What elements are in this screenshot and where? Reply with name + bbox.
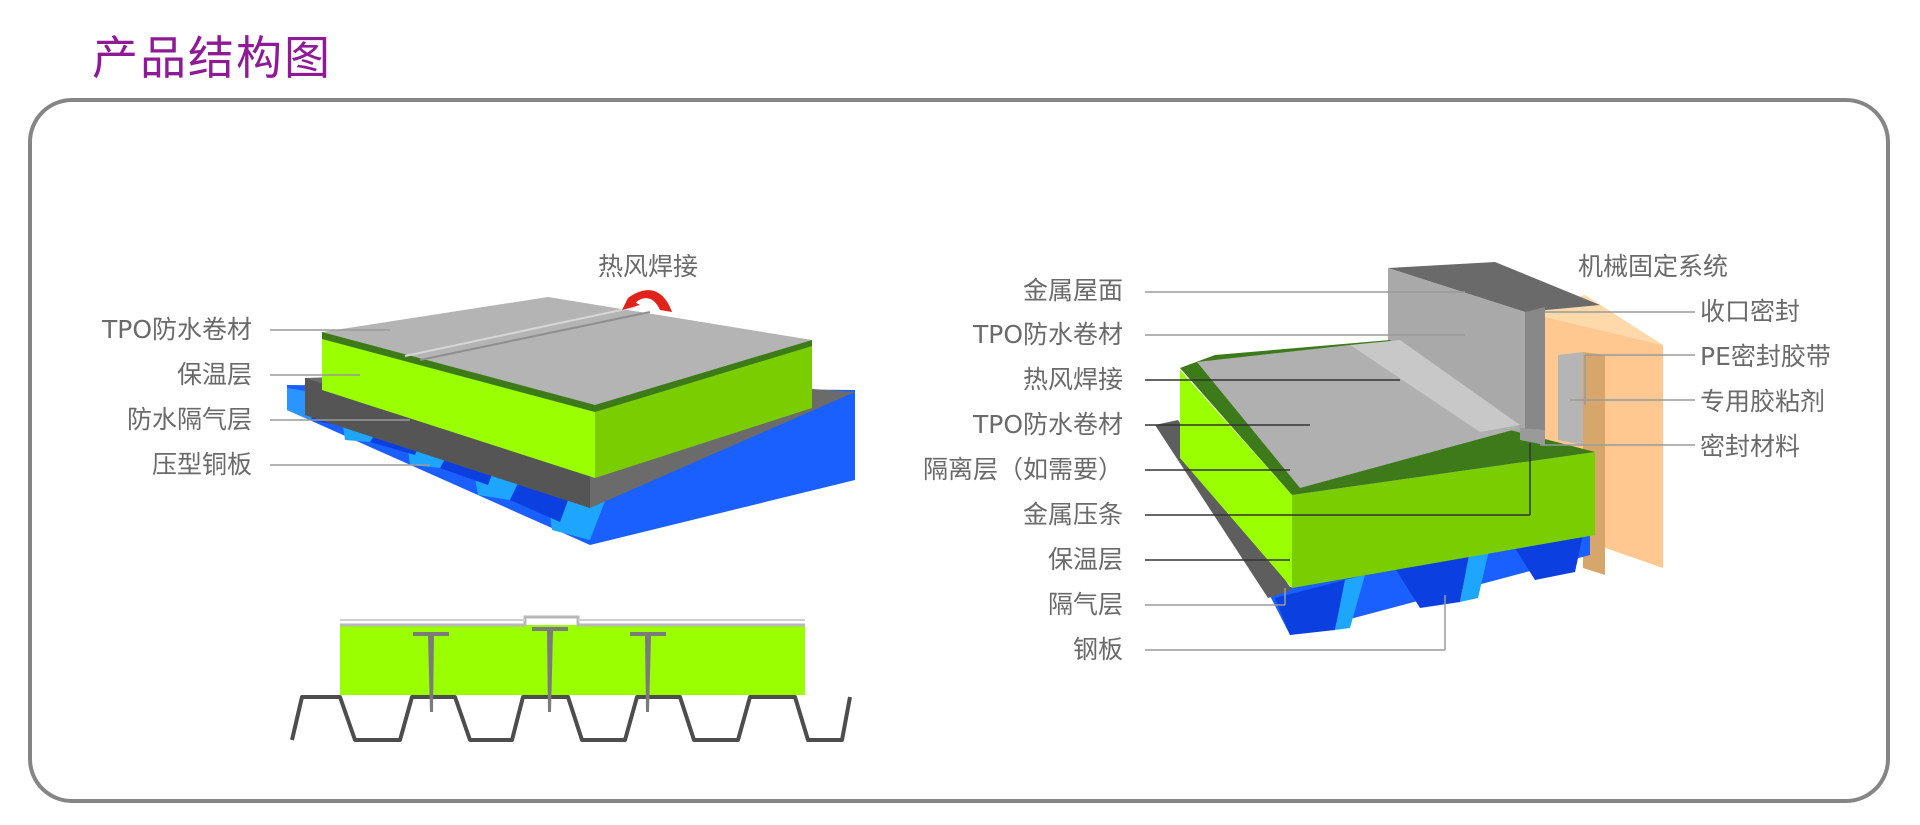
left-leader-lines [270, 329, 430, 466]
right-label-metal-strip: 金属压条 [1022, 500, 1123, 529]
right-leader-lines [1145, 291, 1695, 651]
right-label-pe-tape: PE密封胶带 [1700, 342, 1831, 371]
right-label-isolation: 隔离层（如需要） [922, 455, 1123, 484]
left-label-insulation: 保温层 [176, 360, 252, 389]
weld-label: 热风焊接 [598, 252, 699, 281]
right-label-insulation: 保温层 [1047, 545, 1123, 574]
right-label-vapor: 隔气层 [1047, 590, 1123, 619]
right-leader-lines-dark [1145, 379, 1400, 561]
right-label-metal-roof: 金属屋面 [1022, 276, 1123, 305]
left-membrane [322, 297, 812, 412]
right-label-mechanical: 机械固定系统 [1578, 252, 1729, 281]
diagram-frame [28, 98, 1890, 803]
curved-arrow-icon [628, 290, 672, 312]
left-label-vapor: 防水隔气层 [126, 405, 252, 434]
right-label-tpo-1: TPO防水卷材 [972, 320, 1123, 349]
left-label-tpo: TPO防水卷材 [101, 315, 252, 344]
left-label-deck: 压型铜板 [151, 450, 252, 479]
right-label-adhesive: 专用胶粘剂 [1700, 387, 1826, 416]
right-label-weld: 热风焊接 [1022, 365, 1123, 394]
right-label-sealant: 密封材料 [1700, 432, 1801, 461]
right-label-closure: 收口密封 [1700, 297, 1801, 326]
right-label-steel: 钢板 [1072, 635, 1123, 664]
left-iso-block [287, 290, 855, 545]
section-diagram [290, 615, 852, 742]
right-iso-block [1155, 262, 1663, 635]
left-insulation [322, 332, 812, 478]
right-label-tpo-2: TPO防水卷材 [972, 410, 1123, 439]
page-title: 产品结构图 [92, 31, 332, 85]
